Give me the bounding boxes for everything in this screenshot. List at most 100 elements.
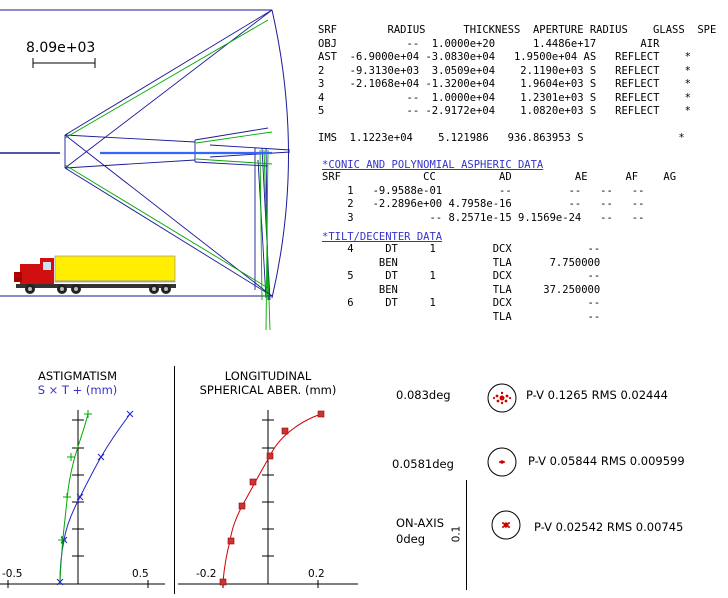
astig-ticks [7, 419, 149, 588]
col-srf-header: SRF [318, 24, 350, 36]
glass-cell: REFLECT [596, 51, 660, 63]
astig-legend: S × T + (mm) [37, 383, 118, 397]
ad-cell: 8.2571e-15 [442, 211, 512, 224]
num-cell: 1 [397, 297, 436, 309]
col-glass-header: GLASS [627, 24, 685, 36]
spe-cell: * [659, 51, 691, 63]
spot-pv-2: P-V 0.05844 RMS 0.009599 [528, 454, 685, 468]
key-cell: DCX [435, 297, 512, 309]
surface-table: SRF RADIUS THICKNESS APERTURE RADIUS GLA… [318, 24, 716, 146]
col-ad-header: AD [435, 171, 512, 183]
green-rays [64, 19, 273, 331]
spe-cell [659, 38, 691, 50]
spot-scale-bar [466, 480, 467, 590]
thickness-cell: 1.0000e+20 [419, 37, 496, 50]
col-radius-header: RADIUS [349, 24, 426, 36]
scale-bar [32, 58, 96, 68]
sph-title-line1: LONGITUDINAL [224, 369, 312, 383]
srf-cell: 1 [322, 184, 354, 197]
srf-cell: 4 [322, 243, 354, 255]
spot-diagram-1 [487, 383, 517, 413]
glass-cell: AIR [596, 37, 660, 50]
col-ae-header: AE [511, 171, 588, 183]
key-cell: DCX [435, 243, 512, 255]
surface-table-row: 2 -9.3130e+03 3.0509e+04 2.1190e+03 S RE… [318, 65, 716, 79]
surface-table-ims-row: IMS 1.1223e+04 5.121986 936.863953 S * [318, 132, 716, 146]
value-cell: -- [511, 310, 601, 323]
srf-cell: 3 [318, 78, 344, 90]
key-cell: DCX [435, 270, 512, 282]
scale-label: 8.09e+03 [26, 40, 96, 56]
type-cell: BEN [353, 256, 398, 269]
aspheric-table: SRF CC AD AE AF AG 1 -9.9588e-01 -- -- -… [322, 171, 676, 225]
spot-rms-value-1: RMS 0.02444 [591, 388, 669, 402]
ae-cell: 9.1569e-24 [511, 211, 582, 224]
aspheric-row: 1 -9.9588e-01 -- -- -- -- [322, 185, 676, 199]
aperture-cell: 1.2301e+03 S [495, 91, 597, 104]
thickness-cell: 3.0509e+04 [419, 64, 496, 77]
srf-cell: 6 [322, 297, 354, 309]
thickness-cell: -1.3200e+04 [419, 78, 496, 90]
ae-cell: -- [511, 198, 582, 210]
spe-cell: * [659, 78, 691, 90]
spot-field-3b: 0deg [396, 532, 425, 546]
surface-table-header: SRF RADIUS THICKNESS APERTURE RADIUS GLA… [318, 24, 716, 38]
ad-cell: 4.7958e-16 [442, 198, 512, 210]
srf-cell: OBJ [318, 37, 344, 50]
spe-cell: * [659, 91, 691, 104]
aspheric-title: *CONIC AND POLYNOMIAL ASPHERIC DATA [322, 159, 544, 171]
spot-rms-value-3: RMS 0.00745 [606, 520, 684, 534]
sph-title-line2: SPHERICAL ABER. (mm) [199, 383, 337, 397]
spot-rms-value-2: RMS 0.009599 [600, 454, 685, 468]
col-spe-header: SPE [684, 24, 717, 36]
surface-table-row: 4 -- 1.0000e+04 1.2301e+03 S REFLECT * [318, 92, 716, 106]
col-ag-header: AG [638, 171, 677, 183]
radius-cell: -9.3130e+03 [343, 64, 420, 77]
tangential-markers [58, 410, 92, 544]
ae-cell: -- [511, 184, 582, 197]
col-af-header: AF [587, 171, 639, 183]
value-cell: -- [511, 270, 601, 282]
type-cell: DT [353, 243, 398, 255]
spe-cell: * [659, 64, 691, 77]
spot-pv-value-3: P-V 0.02542 [534, 520, 604, 534]
type-cell: DT [353, 270, 398, 282]
plot-divider [174, 366, 175, 594]
key-cell: TLA [435, 310, 512, 323]
tilt-row: BEN TLA 37.250000 [322, 284, 600, 298]
spot-pv-value-2: P-V 0.05844 [528, 454, 598, 468]
ag-cell: -- [612, 184, 645, 197]
type-cell [354, 311, 398, 323]
sagittal-curve [59, 413, 131, 583]
srf-cell [322, 257, 354, 269]
col-thickness-header: THICKNESS [425, 24, 521, 36]
aspheric-row: 3 -- 8.2571e-15 9.1569e-24 -- -- [322, 212, 676, 226]
spot-field-1: 0.083deg [396, 388, 451, 402]
col-cc-header: CC [372, 171, 436, 183]
srf-cell: 4 [318, 91, 344, 104]
optical-layout-drawing [0, 9, 291, 331]
spot-pv-value-1: P-V 0.1265 [526, 388, 588, 402]
aperture-cell: 1.0820e+03 S [495, 105, 597, 117]
tilt-row: 4 DT 1 DCX -- [322, 243, 600, 257]
af-cell: -- [581, 211, 613, 224]
spe-cell: * [583, 132, 685, 144]
value-cell: 7.750000 [511, 256, 601, 269]
srf-cell: 3 [322, 211, 354, 224]
surface-table-row: AST -6.9000e+04 -3.0830e+04 1.9500e+04 A… [318, 51, 716, 65]
srf-cell [322, 311, 354, 323]
num-cell [398, 284, 436, 296]
tilt-row: 5 DT 1 DCX -- [322, 270, 600, 284]
radius-cell: -- [343, 105, 420, 117]
srf-cell: AST [318, 51, 344, 63]
af-cell: -- [581, 184, 613, 197]
astig-title: ASTIGMATISM [37, 369, 118, 383]
thickness-cell: 1.0000e+04 [419, 91, 496, 104]
radius-cell: 1.1223e+04 [343, 132, 413, 144]
srf-cell: 2 [318, 64, 344, 77]
aperture-cell: 1.9500e+04 AS [495, 51, 597, 63]
value-cell: -- [511, 297, 601, 309]
sph-xmin: -0.2 [196, 568, 217, 580]
radius-cell: -- [343, 37, 420, 50]
primary-mirror [271, 9, 289, 299]
